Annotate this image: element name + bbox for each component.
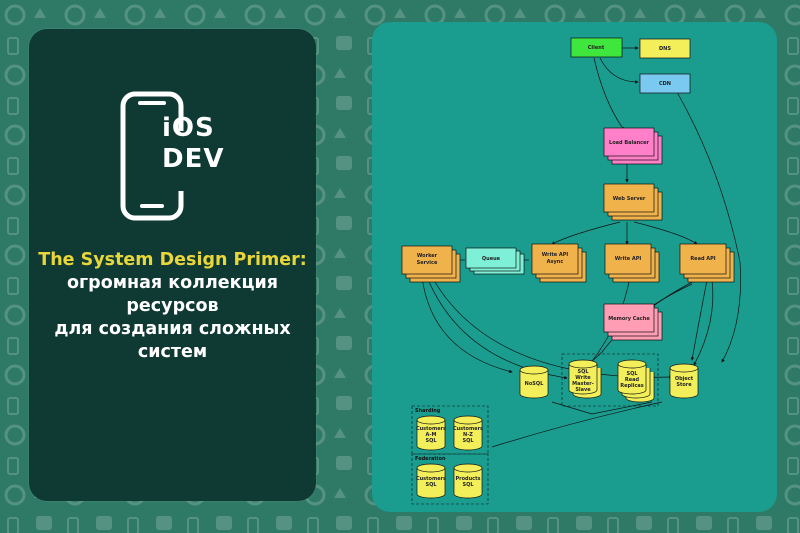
logo-text-ios: iOS — [162, 113, 215, 143]
customers-am-label-2: A-M — [426, 432, 437, 438]
queue-label: Queue — [482, 256, 501, 262]
sql-write-label-4: Slave — [575, 387, 591, 393]
cdn-label: CDN — [659, 81, 671, 87]
sql-read-replicas-icon — [617, 359, 655, 403]
system-design-diagram: Client DNS CDN Load Balancer Web Server … — [401, 37, 741, 505]
sql-write-label-2: Write — [575, 375, 591, 381]
federation-group — [411, 453, 489, 505]
products-sql-db-icon — [453, 463, 483, 499]
sql-write-label-1: SQL — [577, 369, 589, 375]
products-sql-label-1: Products — [455, 476, 480, 482]
sql-write-database-icon — [568, 359, 602, 399]
read-api-label: Read API — [690, 256, 715, 262]
object-store-label-2: Store — [676, 382, 692, 388]
load-balancer-node — [603, 127, 663, 165]
load-balancer-label: Load Balancer — [609, 140, 650, 146]
write-api-label: Write API — [615, 256, 642, 262]
object-store-label-1: Object — [675, 376, 694, 382]
customers-sql-db-icon — [416, 463, 446, 499]
customers-sql-label-2: SQL — [425, 482, 437, 488]
dns-label: DNS — [659, 46, 671, 52]
customers-nz-label-2: N-Z — [463, 432, 473, 438]
logo-text-dev: DEV — [162, 144, 225, 174]
dns-node — [639, 38, 691, 59]
phone-icon — [120, 91, 188, 221]
sql-read-label-1: SQL — [626, 371, 638, 377]
sql-write-label-3: Master- — [572, 381, 594, 387]
customers-nz-label-3: SQL — [462, 438, 474, 444]
customers-nz-db-icon — [453, 415, 483, 451]
memory-cache-label: Memory Cache — [608, 316, 650, 322]
sql-cluster-boundary — [561, 353, 659, 407]
headline-line-1: огромная коллекция — [67, 273, 278, 293]
web-server-label: Web Server — [613, 196, 646, 202]
info-card: iOS DEV The System Design Primer: огромн… — [29, 29, 316, 501]
customers-am-db-icon — [416, 415, 446, 451]
write-api-async-node — [531, 243, 587, 283]
object-store-icon — [669, 363, 699, 399]
client-node — [570, 37, 623, 58]
customers-sql-label-1: Customers — [416, 476, 446, 482]
write-api-node — [604, 243, 660, 283]
queue-node — [465, 247, 525, 275]
products-sql-label-2: SQL — [462, 482, 474, 488]
memory-cache-node — [603, 303, 663, 341]
nosql-database-icon — [519, 365, 549, 399]
write-api-async-label-2: Async — [547, 259, 564, 265]
headline-line-2: ресурсов — [126, 296, 219, 316]
worker-service-node — [401, 245, 461, 283]
cdn-node — [639, 73, 691, 94]
sharding-label: Sharding — [415, 408, 441, 414]
diagram-card: Client DNS CDN Load Balancer Web Server … — [372, 22, 777, 512]
customers-nz-label-1: Customers — [453, 426, 483, 432]
worker-service-label-1: Worker — [417, 253, 438, 259]
headline-line-4: систем — [137, 342, 208, 362]
federation-label: Federation — [415, 456, 446, 462]
customers-am-label-1: Customers — [416, 426, 446, 432]
nosql-label: NoSQL — [525, 381, 544, 387]
sql-read-label-2: Read — [625, 377, 640, 383]
write-api-async-label-1: Write API — [542, 252, 569, 258]
headline-accent: The System Design Primer: — [38, 250, 307, 270]
read-api-node — [679, 243, 735, 283]
sql-read-label-3: Replicas — [620, 383, 644, 389]
worker-service-label-2: Service — [417, 260, 438, 266]
headline-line-3: для создания сложных — [54, 319, 291, 339]
customers-am-label-3: SQL — [425, 438, 437, 444]
web-server-node — [603, 183, 663, 221]
client-label: Client — [588, 45, 605, 51]
